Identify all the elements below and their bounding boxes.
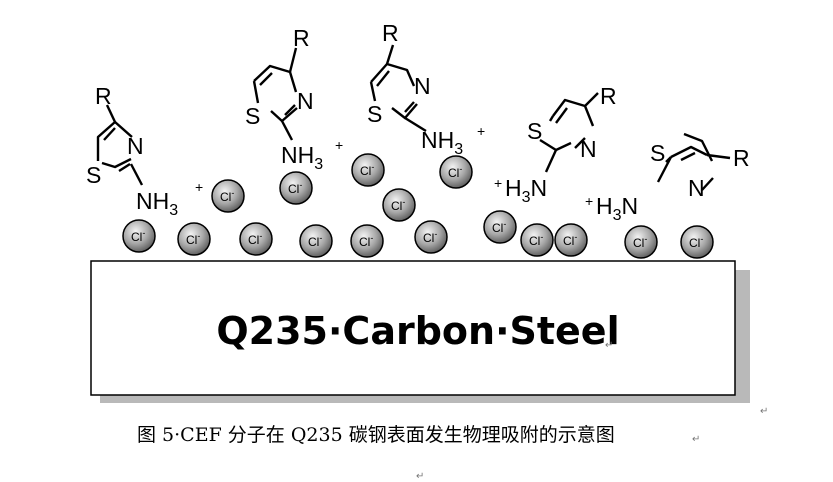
- nitrogen-atom: N: [297, 88, 314, 114]
- ion-sphere: [520, 223, 554, 257]
- amine-group: NH3: [281, 142, 323, 173]
- nitrogen-atom: N: [414, 73, 431, 99]
- amine-group: NH3: [136, 188, 178, 219]
- ion-label: Cl-: [220, 188, 234, 204]
- r-group: R: [733, 145, 750, 171]
- ion-label: Cl-: [391, 197, 405, 213]
- ion-sphere: [211, 179, 245, 213]
- chloride-ion: Cl-: [239, 222, 273, 256]
- chloride-ion: Cl-: [211, 179, 245, 213]
- ion-label: Cl-: [448, 164, 462, 180]
- sulfur-atom: S: [245, 103, 260, 129]
- ion-label: Cl-: [308, 233, 322, 249]
- chloride-ion: Cl-: [382, 188, 416, 222]
- r-group: R: [95, 83, 112, 109]
- r-group: R: [382, 20, 399, 46]
- chloride-ion: Cl-: [520, 223, 554, 257]
- positive-charge: +: [195, 179, 203, 195]
- ion-label: Cl-: [689, 234, 703, 250]
- ion-sphere: [351, 153, 385, 187]
- ion-sphere: [624, 225, 658, 259]
- positive-charge: +: [585, 193, 593, 209]
- nitrogen-atom: N: [688, 175, 705, 201]
- plate-label: Q235·Carbon·Steel: [216, 309, 619, 353]
- chloride-ion: Cl-: [279, 171, 313, 205]
- plate-label-mark: ↵: [605, 340, 613, 351]
- amine-group: NH3: [421, 127, 463, 158]
- ion-sphere: [279, 171, 313, 205]
- ion-sphere: [350, 224, 384, 258]
- ion-sphere: [177, 222, 211, 256]
- chloride-ions: Cl- Cl- Cl- Cl- Cl- Cl- Cl- Cl- Cl- Cl- Cl- Cl- Cl- C…: [122, 153, 714, 259]
- chloride-ion: Cl-: [177, 222, 211, 256]
- ion-label: Cl-: [492, 219, 506, 235]
- chloride-ion: Cl-: [680, 225, 714, 259]
- ion-label: Cl-: [359, 233, 373, 249]
- positive-charge: +: [477, 123, 485, 139]
- r-group: R: [293, 25, 310, 51]
- sulfur-atom: S: [527, 118, 542, 144]
- r-group: R: [600, 83, 617, 109]
- nitrogen-atom: N: [580, 136, 597, 162]
- ion-label: Cl-: [529, 232, 543, 248]
- ion-label: Cl-: [563, 232, 577, 248]
- ion-label: Cl-: [633, 234, 647, 250]
- ion-sphere: [122, 219, 156, 253]
- thiazolium-molecule-4: R S N + H3N: [494, 83, 617, 206]
- bottom-mark: ↵: [416, 471, 424, 482]
- steel-plate: Q235·Carbon·Steel ↵: [90, 260, 750, 403]
- ion-label: Cl-: [248, 231, 262, 247]
- ion-label: Cl-: [423, 229, 437, 245]
- sulfur-atom: S: [86, 162, 101, 188]
- caption-mark: ↵: [692, 434, 700, 445]
- chloride-ion: Cl-: [122, 219, 156, 253]
- amine-group: H3N: [505, 175, 547, 206]
- thiazolium-molecule-2: R S N NH3 +: [245, 25, 343, 173]
- sulfur-atom: S: [367, 101, 382, 127]
- nitrogen-atom: N: [127, 133, 144, 159]
- positive-charge: +: [335, 137, 343, 153]
- ion-sphere: [239, 222, 273, 256]
- ion-sphere: [439, 155, 473, 189]
- chloride-ion: Cl-: [624, 225, 658, 259]
- thiazolium-molecule-5: R S N + H3N: [585, 132, 750, 224]
- ion-sphere: [554, 223, 588, 257]
- chloride-ion: Cl-: [414, 220, 448, 254]
- chloride-ion: Cl-: [439, 155, 473, 189]
- ion-label: Cl-: [288, 180, 302, 196]
- ion-sphere: [414, 220, 448, 254]
- right-mark: ↵: [760, 406, 768, 417]
- positive-charge: +: [494, 175, 502, 191]
- figure-caption: 图 5·CEF 分子在 Q235 碳钢表面发生物理吸附的示意图: [137, 424, 615, 446]
- ion-sphere: [382, 188, 416, 222]
- ion-sphere: [680, 225, 714, 259]
- thiazolium-molecule-3: R S N NH3 +: [367, 20, 485, 158]
- ion-label: Cl-: [186, 231, 200, 247]
- ion-label: Cl-: [360, 162, 374, 178]
- chloride-ion: Cl-: [351, 153, 385, 187]
- ion-sphere: [483, 210, 517, 244]
- chloride-ion: Cl-: [554, 223, 588, 257]
- ion-sphere: [299, 224, 333, 258]
- amine-group: H3N: [596, 193, 638, 224]
- chloride-ion: Cl-: [299, 224, 333, 258]
- sulfur-atom: S: [650, 140, 665, 166]
- ion-label: Cl-: [131, 228, 145, 244]
- chloride-ion: Cl-: [350, 224, 384, 258]
- plate-body: [90, 260, 736, 396]
- thiazolium-molecule-1: R S N NH3 +: [86, 83, 203, 219]
- chloride-ion: Cl-: [483, 210, 517, 244]
